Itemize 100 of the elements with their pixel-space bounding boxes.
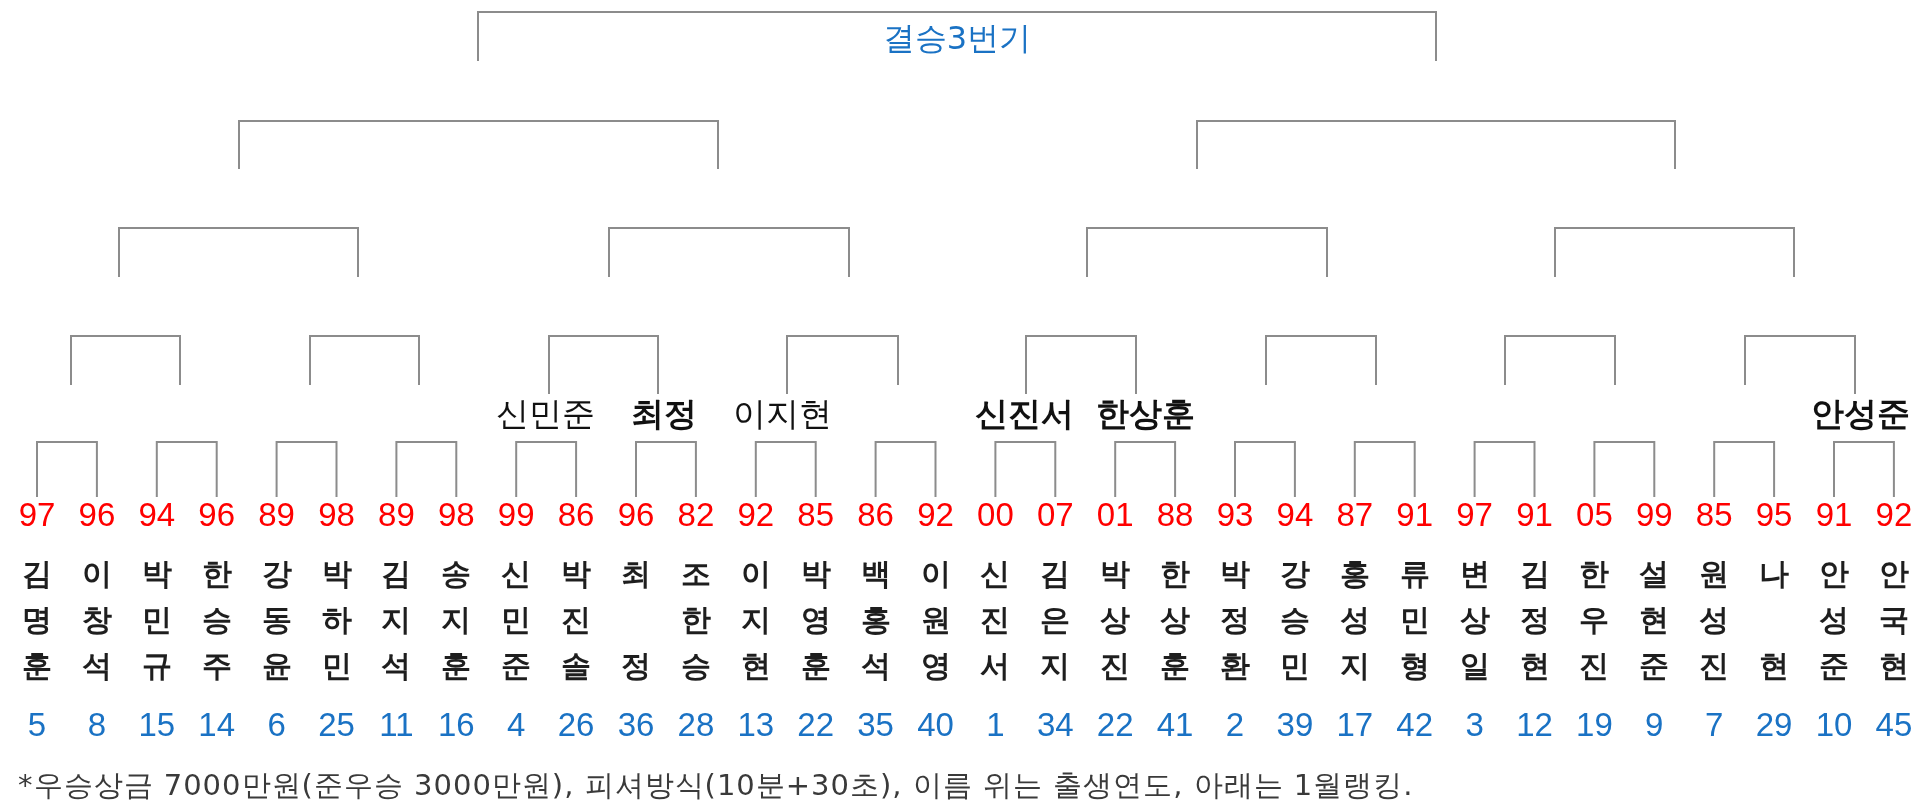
ranking-number: 14 [198,707,236,743]
birth-year: 92 [917,497,954,533]
player-name: 김지석 [381,555,412,685]
winner-name: 신진서 [974,394,1074,434]
birth-year: 91 [1516,497,1553,533]
winner-name: 최정 [631,394,697,434]
ranking-number: 11 [379,707,414,743]
bracket-line [1353,441,1416,498]
birth-year: 00 [977,497,1014,533]
player-name: 김명훈 [22,555,52,685]
bracket-line [395,441,458,498]
ranking-number: 26 [557,707,595,743]
ranking-number: 3 [1465,707,1484,743]
player-name: 원성진 [1699,555,1730,685]
player-name: 한우진 [1579,555,1610,685]
ranking-number: 15 [138,707,176,743]
ranking-number: 45 [1875,707,1913,743]
birth-year: 85 [1695,497,1733,533]
birth-year: 97 [1456,497,1493,533]
bracket-line [1234,441,1296,498]
ranking-number: 2 [1225,707,1245,743]
birth-year: 96 [78,497,116,533]
bracket-line [275,441,338,498]
player-name: 송지훈 [441,555,472,685]
birth-year: 85 [797,497,835,533]
birth-year: 96 [617,497,655,533]
birth-year: 94 [138,497,176,533]
player-name: 박영훈 [800,555,831,685]
bracket-line [1744,335,1856,395]
player-name: 안성준 [1819,555,1849,685]
player-name: 한승주 [201,555,232,685]
birth-year: 07 [1036,497,1074,533]
player-name: 변상일 [1459,555,1490,685]
birth-year: 88 [1156,497,1194,533]
player-name: 김은지 [1040,555,1071,685]
player-name: 신진서 [980,555,1011,685]
birth-year: 86 [857,497,894,533]
player-name: 백홍석 [860,555,891,685]
bracket-line [1593,441,1656,498]
player-name: 이창석 [81,555,112,685]
ranking-number: 16 [437,707,475,743]
bracket-line [1114,441,1177,498]
ranking-number: 34 [1036,707,1074,743]
player-name: 설현준 [1639,555,1670,685]
player-name: 박진솔 [561,555,592,685]
ranking-number: 35 [857,707,894,743]
ranking-number: 10 [1815,707,1853,743]
birth-year: 98 [437,497,475,533]
footnote: *우승상금 7000만원(준우승 3000만원), 피셔방식(10분+30초), 이름 위는 출생연도, 아래는 1월랭킹. [18,767,1414,803]
ranking-number: 25 [318,707,355,743]
ranking-number: 22 [797,707,835,743]
bracket-line [548,335,659,395]
bracket-line [515,441,578,498]
round-title: 결승3번기 [882,18,1032,58]
birth-year: 97 [18,497,56,533]
birth-year: 98 [318,497,355,533]
bracket-line [1473,441,1536,498]
birth-year: 86 [557,497,595,533]
birth-year: 05 [1576,497,1613,533]
player-name: 강승민 [1279,555,1310,685]
birth-year: 93 [1216,497,1254,533]
ranking-number: 19 [1576,707,1613,743]
player-name: 신민준 [501,555,532,685]
birth-year: 94 [1276,497,1314,533]
ranking-number: 13 [737,707,775,743]
ranking-number: 6 [267,707,286,743]
player-name: 최정 [621,555,651,685]
bracket-line [994,441,1057,498]
player-name: 박상진 [1100,555,1131,685]
bracket-line [1833,441,1895,498]
player-name: 박하민 [321,555,352,685]
player-name: 나현 [1759,555,1790,685]
player-name: 류민형 [1399,555,1430,685]
player-name: 박정환 [1220,555,1250,685]
birth-year: 99 [497,497,535,533]
birth-year: 87 [1336,497,1374,533]
winner-name: 신민준 [495,394,595,434]
bracket-line [1713,441,1776,498]
bracket-line [155,441,218,498]
birth-year: 82 [677,497,715,533]
ranking-number: 36 [617,707,655,743]
player-name: 이원영 [920,555,951,685]
bracket-line [786,335,899,395]
bracket-line [635,441,697,498]
player-name: 이지현 [740,555,771,685]
bracket-line [1025,335,1137,395]
ranking-number: 17 [1336,707,1374,743]
birth-year: 92 [1875,497,1913,533]
bracket-line [754,441,817,498]
player-name: 한상훈 [1160,555,1191,685]
ranking-number: 22 [1096,707,1134,743]
birth-year: 92 [737,497,775,533]
ranking-number: 42 [1396,707,1434,743]
birth-year: 95 [1755,497,1793,533]
player-name: 김정현 [1519,555,1550,685]
birth-year: 89 [378,497,415,533]
winner-name: 이지현 [732,394,832,434]
ranking-number: 4 [507,707,526,743]
player-name: 홍성지 [1339,555,1370,685]
ranking-number: 7 [1705,707,1724,743]
